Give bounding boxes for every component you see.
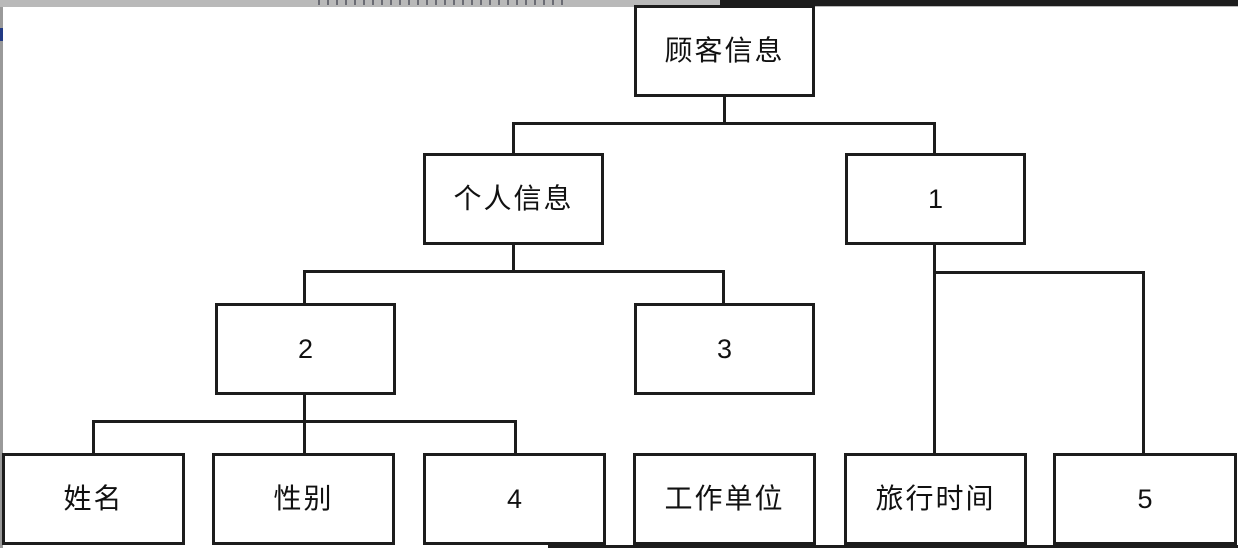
connector-personal-info-to-node-2 (303, 270, 306, 304)
connector-node-1-bus (933, 271, 1145, 274)
node-root-customer-info[interactable]: 顾客信息 (634, 5, 815, 97)
node-label: 1 (927, 183, 944, 214)
scrollbar-track-left[interactable] (0, 7, 3, 548)
node-label: 5 (1137, 483, 1153, 514)
node-blank-2[interactable]: 2 (215, 303, 396, 395)
node-label: 4 (506, 483, 523, 514)
connector-personal-info-to-node-3 (722, 270, 725, 304)
connector-personal-info-bus (303, 270, 725, 273)
node-label: 3 (716, 333, 733, 364)
node-blank-1[interactable]: 1 (845, 153, 1026, 245)
node-work-unit[interactable]: 工作单位 (633, 453, 816, 545)
connector-node-1-to-travel-time (933, 245, 936, 454)
connector-root-bus (512, 122, 936, 125)
connector-node-2-to-name (92, 420, 95, 454)
connector-root-stem (723, 97, 726, 124)
connector-personal-info-stem (512, 245, 515, 272)
node-travel-time[interactable]: 旅行时间 (844, 453, 1027, 545)
node-label: 个人信息 (453, 183, 574, 214)
node-label: 顾客信息 (664, 35, 785, 66)
window-chrome-top-strip (0, 0, 1238, 7)
connector-node-2-to-gender (303, 420, 306, 454)
window-chrome-toolbar-fragment (318, 0, 568, 5)
node-blank-4[interactable]: 4 (423, 453, 606, 545)
node-label: 姓名 (63, 483, 124, 514)
node-blank-3[interactable]: 3 (634, 303, 815, 395)
node-name[interactable]: 姓名 (2, 453, 185, 545)
node-label: 2 (297, 333, 314, 364)
window-chrome-top-dark-fragment (720, 0, 1238, 6)
connector-root-to-personal-info (512, 122, 515, 154)
connector-root-to-node-1 (933, 122, 936, 154)
node-personal-info[interactable]: 个人信息 (423, 153, 604, 245)
scrollbar-thumb-left[interactable] (0, 28, 3, 41)
connector-node-2-to-node-4 (514, 420, 517, 454)
node-gender[interactable]: 性别 (212, 453, 395, 545)
node-blank-5[interactable]: 5 (1053, 453, 1237, 545)
connector-node-2-stem (303, 395, 306, 422)
connector-node-1-to-node-5 (1142, 271, 1145, 454)
window-chrome-bottom-strip (548, 545, 1238, 548)
node-label: 工作单位 (664, 483, 785, 514)
node-label: 性别 (273, 483, 334, 514)
node-label: 旅行时间 (875, 483, 996, 514)
